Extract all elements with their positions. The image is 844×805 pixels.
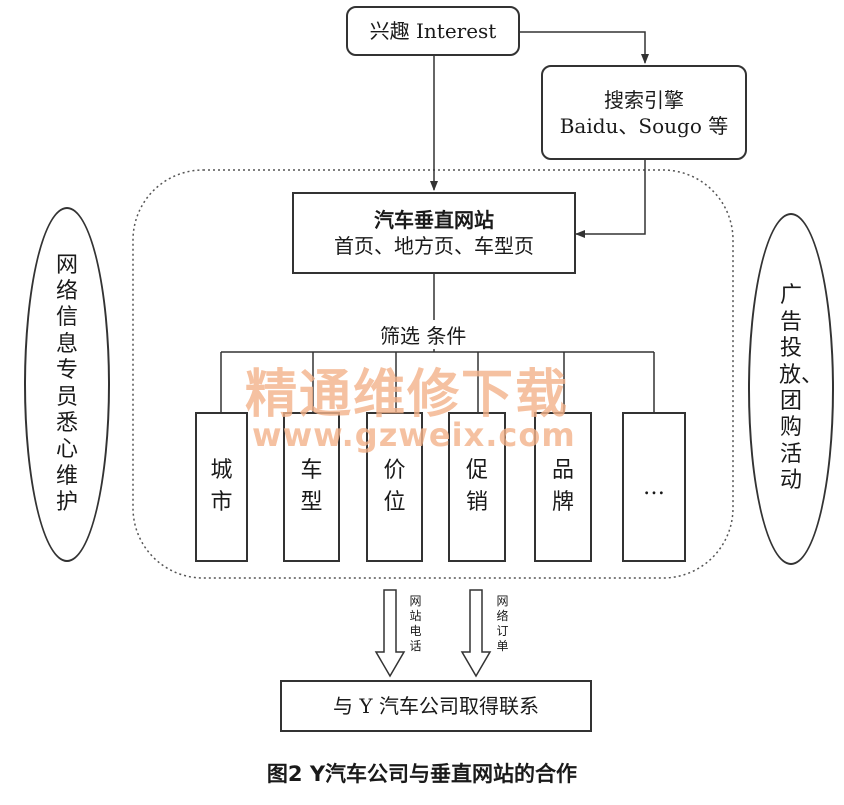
left-ellipse-text: 网络信息专员悉心维护 [55, 252, 78, 516]
condition-more: … [622, 412, 686, 562]
search-engine-node: 搜索引擎 Baidu、Sougo 等 [541, 65, 747, 160]
figure-caption: 图2 Y汽车公司与垂直网站的合作 [266, 762, 578, 786]
left-ellipse-maintenance: 网络信息专员悉心维护 [24, 207, 110, 562]
arrow-interest-to-search [520, 31, 649, 64]
condition-promotion-label: 促销 [465, 458, 488, 515]
arrow-label-order: 网络订单 [496, 594, 509, 653]
contact-node: 与 Y 汽车公司取得联系 [280, 680, 592, 732]
condition-promotion: 促销 [448, 412, 506, 562]
hollow-arrow-phone [374, 589, 406, 678]
watermark-title: 精通维修下载 [245, 365, 570, 425]
search-engine-examples: Baidu、Sougo 等 [559, 113, 729, 138]
interest-label: 兴趣 Interest [369, 19, 497, 43]
arrow-search-to-website [575, 160, 646, 238]
watermark-url: www.gzweix.com [252, 416, 576, 454]
right-ellipse-advertising: 广告投放、团购活动 [748, 213, 834, 565]
interest-node: 兴趣 Interest [346, 6, 520, 56]
condition-model: 车型 [283, 412, 340, 562]
website-pages: 首页、地方页、车型页 [334, 234, 534, 258]
condition-city: 城市 [195, 412, 248, 562]
condition-price-label: 价位 [383, 458, 406, 515]
condition-price: 价位 [366, 412, 423, 562]
condition-brand: 品牌 [534, 412, 592, 562]
condition-brand-label: 品牌 [551, 458, 574, 515]
contact-label: 与 Y 汽车公司取得联系 [333, 694, 539, 718]
vertical-website-node: 汽车垂直网站 首页、地方页、车型页 [292, 192, 576, 274]
condition-model-label: 车型 [300, 458, 323, 515]
filter-conditions-label: 筛选 条件 [378, 320, 469, 349]
condition-more-label: … [643, 474, 665, 500]
condition-city-label: 城市 [210, 458, 233, 515]
search-engine-title: 搜索引擎 [604, 87, 684, 112]
right-ellipse-text: 广告投放、团购活动 [779, 283, 824, 494]
website-scope-frame [132, 169, 734, 579]
arrow-label-phone: 网站电话 [409, 594, 422, 653]
hollow-arrow-order [460, 589, 492, 678]
website-title: 汽车垂直网站 [374, 208, 494, 232]
